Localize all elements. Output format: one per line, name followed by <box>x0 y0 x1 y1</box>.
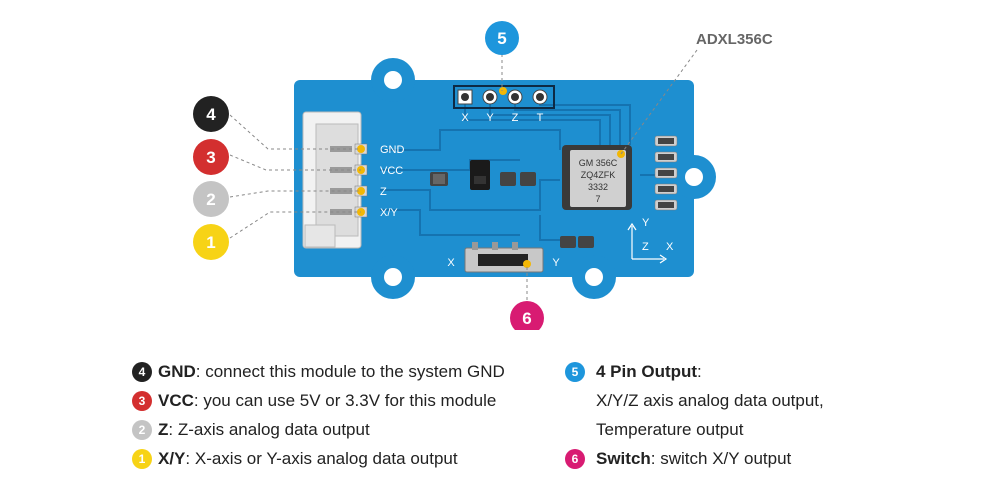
mounting-hole <box>384 71 402 89</box>
legend-term: GND <box>158 362 196 381</box>
badge-z <box>193 181 229 217</box>
slide-switch <box>464 242 544 273</box>
axis-y-label: Y <box>642 217 650 229</box>
legend-desc: : connect this module to the system GND <box>195 362 505 381</box>
chip-marking-text: 3332 <box>588 182 608 192</box>
badge-vcc <box>193 139 229 175</box>
badge-xy-number: 1 <box>206 233 215 252</box>
mounting-hole <box>685 168 703 186</box>
switch-label-left: X <box>447 257 455 269</box>
connector-pin-label: GND <box>380 144 405 156</box>
badge-output-number: 5 <box>497 29 506 48</box>
legend-desc: : Z-axis analog data output <box>168 420 370 439</box>
switch-label-right: Y <box>552 257 560 269</box>
axis-indicator <box>627 222 668 264</box>
legend-term: Switch <box>596 449 651 468</box>
side-resistors <box>654 135 678 211</box>
badge-gnd <box>193 96 229 132</box>
chip-callout-label: ADXL356C <box>696 31 773 48</box>
pin-marker <box>357 145 365 153</box>
connector-pin-label: Z <box>380 186 387 198</box>
legend-badge-vcc: 3 <box>132 391 152 411</box>
legend-badge-z: 2 <box>132 420 152 440</box>
header-pin-label: T <box>537 112 544 124</box>
axis-z-label: Z <box>642 241 649 253</box>
legend-badge-switch: 6 <box>565 449 585 469</box>
legend-desc: : <box>697 362 702 381</box>
legend-output-line2: X/Y/Z axis analog data output, <box>596 391 824 410</box>
pin-marker <box>357 187 365 195</box>
chip-marking-text: GM 356C <box>579 158 618 168</box>
chip-marking-text: ZQ4ZFK <box>581 170 616 180</box>
legend-badge-gnd: 4 <box>132 362 152 382</box>
badge-switch <box>510 301 544 330</box>
header-pin-label: X <box>461 112 469 124</box>
badge-output <box>485 21 519 55</box>
badge-z-number: 2 <box>206 190 215 209</box>
pcb-board <box>294 58 716 299</box>
legend-badge-xy: 1 <box>132 449 152 469</box>
legend-xy: 1 X/Y: X-axis or Y-axis analog data outp… <box>132 449 458 469</box>
badge-switch-number: 6 <box>522 309 531 328</box>
switch-marker <box>523 260 531 268</box>
legend-switch: 6 Switch: switch X/Y output <box>565 449 791 469</box>
mounting-hole <box>585 268 603 286</box>
legend-output: 5 4 Pin Output: <box>565 362 702 382</box>
legend-z: 2 Z: Z-axis analog data output <box>132 420 370 440</box>
legend-term: 4 Pin Output <box>596 362 698 381</box>
legend-desc: : switch X/Y output <box>650 449 792 468</box>
passive-components <box>430 160 594 248</box>
badge-vcc-number: 3 <box>206 148 215 167</box>
legend-vcc: 3 VCC: you can use 5V or 3.3V for this m… <box>132 391 496 411</box>
header-marker <box>499 87 507 95</box>
chip-marking-text: 7 <box>595 194 600 204</box>
axis-x-label: X <box>666 241 674 253</box>
legend-term: X/Y <box>158 449 186 468</box>
header-pin-label: Y <box>486 112 494 124</box>
connector-pin-label: VCC <box>380 165 403 177</box>
legend-desc: : you can use 5V or 3.3V for this module <box>193 391 497 410</box>
header-pin-label: Z <box>512 112 519 124</box>
pin-header <box>453 85 555 109</box>
leader-lines <box>229 49 698 300</box>
badge-xy <box>193 224 229 260</box>
adxl356c-chip <box>562 145 632 210</box>
legend-gnd: 4 GND: connect this module to the system… <box>132 362 505 382</box>
connector-pin-label: X/Y <box>380 207 398 219</box>
mounting-hole <box>384 268 402 286</box>
legend-term: Z <box>158 420 169 439</box>
board-illustration: X Y Z T GND VCC Z X/Y <box>193 21 773 330</box>
legend-term: VCC <box>158 391 194 410</box>
legend-output-line3: Temperature output <box>596 420 744 439</box>
legend-badge-output: 5 <box>565 362 585 382</box>
grove-connector <box>302 111 368 249</box>
legend-desc: : X-axis or Y-axis analog data output <box>185 449 458 468</box>
badge-gnd-number: 4 <box>206 105 216 124</box>
